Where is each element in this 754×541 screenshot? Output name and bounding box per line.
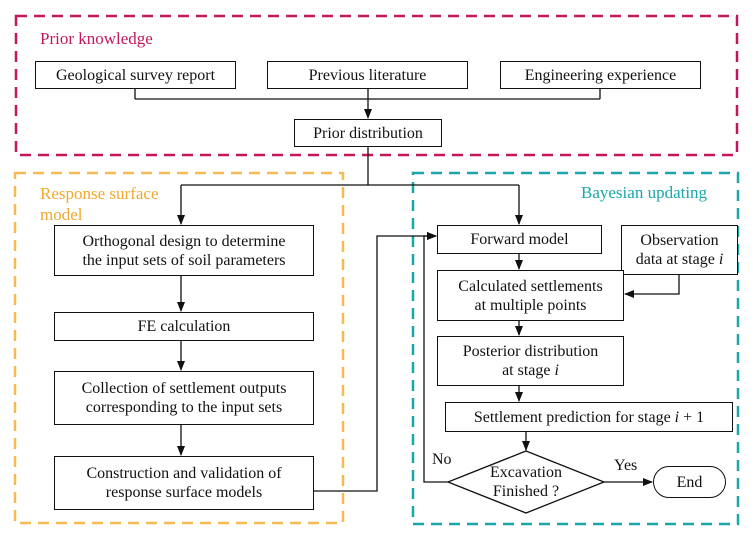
posterior-distribution-stage-var: i (554, 362, 559, 379)
observation-data-text: data at stage (635, 251, 719, 268)
collection-outputs-line-1: Collection of settlement outputs (81, 380, 287, 397)
calculated-settlements-line-1: Calculated settlements (458, 277, 603, 295)
arrow-response-to-forward (314, 232, 437, 492)
construction-validation-line-1: Construction and validation of (86, 465, 282, 482)
previous-literature-box: Previous literature (267, 61, 468, 89)
settlement-prediction-stage-var: i (674, 408, 680, 426)
prior-distribution-label: Prior distribution (313, 124, 423, 142)
settlement-prediction-suffix: + 1 (679, 408, 705, 426)
settlement-prediction-text: Settlement prediction for stage (473, 408, 675, 426)
prior-distribution-box: Prior distribution (294, 119, 442, 147)
collection-outputs-box: Collection of settlement outputs corresp… (54, 371, 314, 425)
bayesian-updating-frame (411, 171, 740, 526)
geological-survey-label: Geological survey report (55, 66, 216, 84)
response-surface-frame (13, 171, 345, 525)
forward-model-box: Forward model (437, 225, 602, 254)
observation-data-stage-var: i (718, 251, 724, 268)
forward-model-label: Forward model (470, 231, 569, 248)
posterior-distribution-line-2: at stage i (502, 361, 559, 380)
orthogonal-design-line-1: Orthogonal design to determine (82, 232, 286, 250)
posterior-distribution-text: at stage (502, 362, 555, 379)
engineering-experience-label: Engineering experience (524, 66, 677, 84)
decision-diamond (446, 450, 606, 514)
end-label: End (676, 473, 703, 491)
decision-line-2: Finished ? (492, 483, 560, 500)
orthogonal-design-box: Orthogonal design to determine the input… (54, 225, 314, 276)
settlement-prediction-box: Settlement prediction for stage i + 1 (445, 402, 733, 432)
prior-knowledge-frame (14, 14, 739, 157)
collection-outputs-line-2: corresponding to the input sets (85, 399, 283, 416)
response-surface-title-line-2: model (40, 205, 83, 224)
observation-data-box: Observation data at stage i (621, 225, 738, 275)
observation-data-line-2: data at stage i (636, 250, 724, 269)
arrow-observation-to-calculated (624, 275, 680, 298)
loop-no-to-forward (423, 232, 448, 483)
response-surface-title: Response surface model (40, 183, 159, 225)
previous-literature-label: Previous literature (308, 66, 427, 84)
settlement-prediction-label: Settlement prediction for stage i + 1 (474, 408, 704, 427)
bayesian-updating-title: Bayesian updating (581, 183, 708, 202)
posterior-distribution-box: Posterior distribution at stage i (437, 336, 624, 386)
construction-validation-box: Construction and validation of response … (54, 456, 314, 510)
engineering-experience-box: Engineering experience (500, 61, 701, 89)
calculated-settlements-line-2: at multiple points (474, 296, 587, 314)
observation-data-line-1: Observation (640, 232, 719, 249)
geological-survey-box: Geological survey report (35, 61, 236, 89)
orthogonal-design-line-2: the input sets of soil parameters (82, 251, 286, 269)
end-terminal: End (653, 466, 726, 498)
decision-label: Excavation Finished ? (476, 463, 576, 501)
posterior-distribution-line-1: Posterior distribution (462, 343, 599, 360)
calculated-settlements-box: Calculated settlements at multiple point… (437, 270, 624, 321)
decision-line-1: Excavation (490, 464, 562, 481)
no-edge-label: No (432, 451, 452, 468)
construction-validation-line-2: response surface models (105, 484, 263, 501)
fe-calculation-label: FE calculation (137, 318, 231, 335)
response-surface-title-line-1: Response surface (40, 184, 159, 203)
yes-edge-label: Yes (614, 457, 638, 474)
fe-calculation-box: FE calculation (54, 312, 314, 341)
prior-knowledge-title: Prior knowledge (40, 29, 153, 48)
